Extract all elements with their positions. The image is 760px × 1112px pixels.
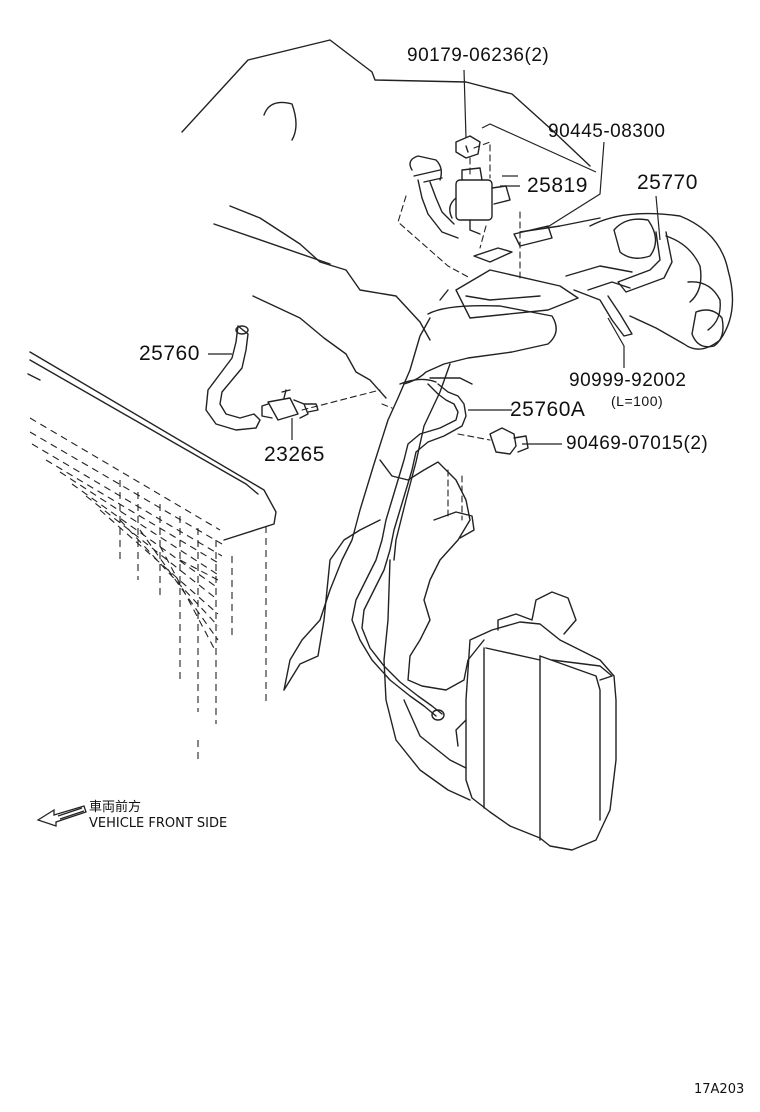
- clip-90469: [489, 427, 529, 455]
- nut-90179: [455, 135, 481, 159]
- charcoal-canister: [465, 621, 617, 851]
- front-arrow-icon: [36, 805, 87, 827]
- radiator-fins: [29, 417, 267, 760]
- air-intake-duct: [589, 212, 734, 350]
- part-label-25770: 25770: [637, 171, 698, 194]
- part-label-25819: 25819: [527, 174, 588, 197]
- part-label-25760A: 25760A: [510, 398, 586, 421]
- part-label-90179: 90179-06236(2): [407, 45, 550, 66]
- hose-90445: [513, 225, 553, 247]
- part-label-90469: 90469-07015(2): [566, 433, 709, 454]
- figure-id: 17A203: [694, 1082, 745, 1097]
- vsv-valve-25819: [409, 155, 511, 239]
- leader-p1: [463, 69, 467, 139]
- engine-lower-block: [283, 519, 381, 691]
- hose-25760A: [351, 383, 459, 717]
- part-label-25760: 25760: [139, 342, 200, 365]
- part-label-90999: 90999-92002: [569, 370, 687, 391]
- intake-pipe: [403, 305, 557, 385]
- direction-label-japanese: 車両前方: [89, 800, 142, 815]
- radiator-top: [29, 351, 277, 541]
- engine-head-cover: [181, 39, 591, 167]
- leader-p6: [607, 317, 625, 368]
- hose-25760: [205, 325, 261, 431]
- part-label-90445: 90445-08300: [548, 121, 666, 142]
- filter-23265: [261, 389, 319, 421]
- hose-25770: [617, 231, 673, 293]
- part-label-length: (L=100): [611, 393, 664, 409]
- leader-p2: [545, 141, 605, 229]
- leader-p4: [655, 195, 661, 241]
- direction-label-english: VEHICLE FRONT SIDE: [89, 816, 228, 831]
- part-label-23265: 23265: [264, 443, 325, 466]
